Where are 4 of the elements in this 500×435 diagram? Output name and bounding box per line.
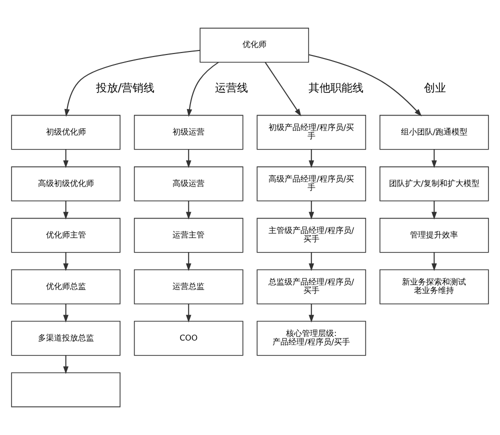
label: 运营线 <box>214 82 248 95</box>
label: 投放/营销线 <box>96 82 155 95</box>
label: 创业 <box>424 82 446 95</box>
label: 其他职能线 <box>308 82 364 95</box>
